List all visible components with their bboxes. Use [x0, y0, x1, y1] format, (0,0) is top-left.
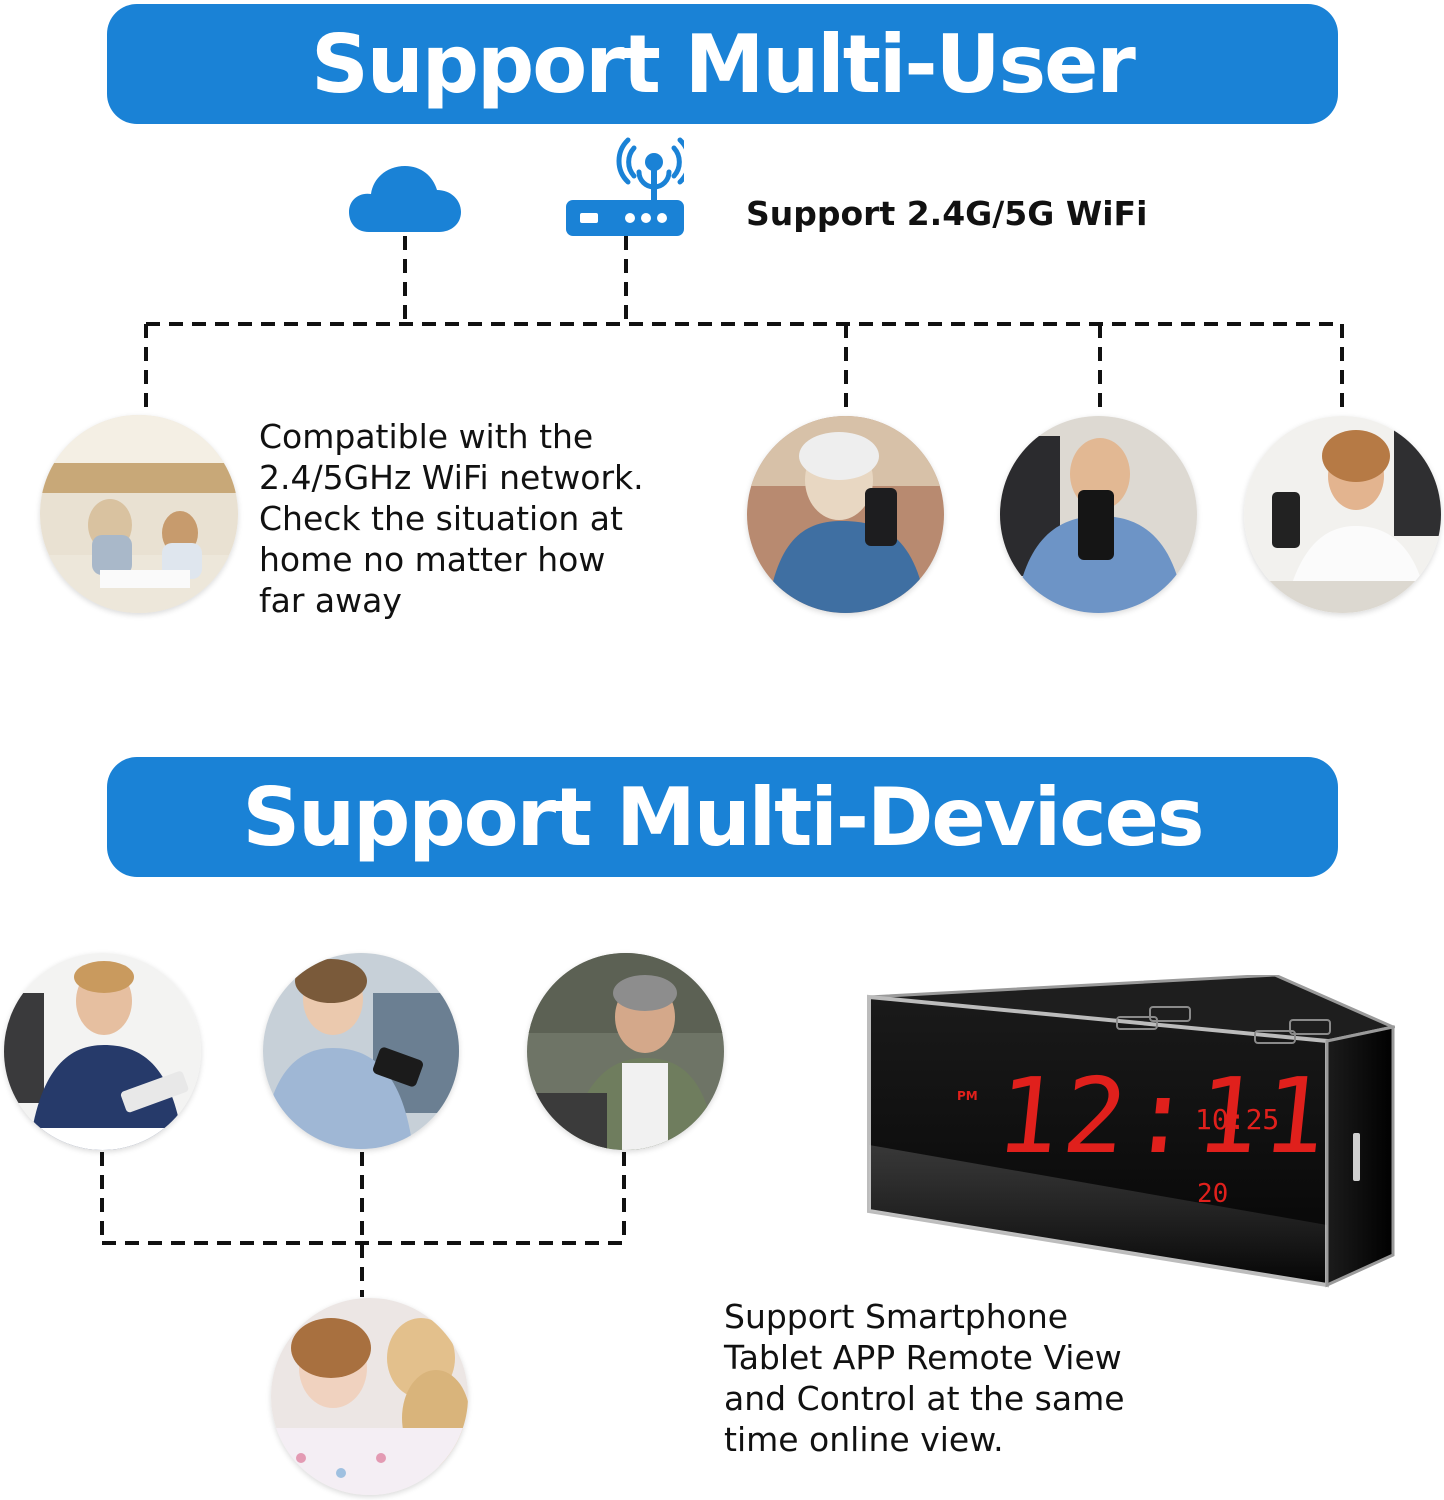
- compatible-line: 2.4/5GHz WiFi network.: [259, 458, 644, 497]
- woman-phone-photo: [263, 953, 459, 1149]
- clock-period: PM: [957, 1089, 978, 1103]
- man-tablet-photo: [4, 953, 201, 1150]
- grandmother-phone-photo: [747, 416, 944, 613]
- devices-line: Tablet APP Remote View: [724, 1338, 1122, 1377]
- clock-small-time: 10:25: [1195, 1103, 1280, 1136]
- compatible-line: Check the situation at: [259, 499, 623, 538]
- clock-main-time: 12:11: [990, 1055, 1337, 1177]
- compatible-description: Compatible with the 2.4/5GHz WiFi networ…: [259, 416, 644, 621]
- multi-user-banner: Support Multi-User: [107, 4, 1338, 124]
- multi-devices-title: Support Multi-Devices: [242, 770, 1205, 864]
- girl-dog-photo: [271, 1298, 468, 1495]
- wifi-support-label: Support 2.4G/5G WiFi: [746, 194, 1148, 233]
- compatible-line: home no matter how: [259, 540, 606, 579]
- devices-line: Support Smartphone: [724, 1297, 1069, 1336]
- man-glasses-laptop-photo: [527, 953, 724, 1150]
- devices-line: time online view.: [724, 1420, 1004, 1459]
- clock-temperature: 20: [1197, 1179, 1229, 1209]
- clock-device: PM 12:11 10:25 20: [865, 973, 1398, 1295]
- cloud-icon: [349, 166, 461, 232]
- multi-user-title: Support Multi-User: [311, 17, 1136, 111]
- woman-office-phone-photo: [1244, 416, 1441, 613]
- man-phone-photo: [1000, 416, 1197, 613]
- multi-devices-banner: Support Multi-Devices: [107, 757, 1338, 877]
- compatible-line: far away: [259, 581, 402, 620]
- compatible-line: Compatible with the: [259, 417, 594, 456]
- router-icon: [566, 137, 684, 236]
- devices-line: and Control at the same: [724, 1379, 1125, 1418]
- devices-description: Support Smartphone Tablet APP Remote Vie…: [724, 1296, 1125, 1460]
- family-kitchen-photo: [40, 415, 238, 613]
